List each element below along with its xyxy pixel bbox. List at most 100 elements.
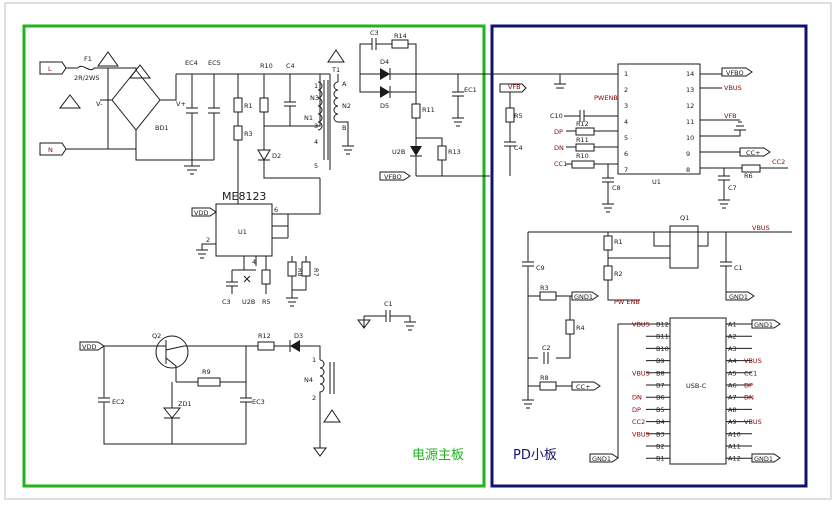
usb-b-pin: B1 xyxy=(656,455,665,463)
ic-label: ME8123 xyxy=(222,190,266,203)
usb-a-pin: A5 xyxy=(728,369,737,377)
d2-label: D2 xyxy=(272,152,281,160)
bridge-label: BD1 xyxy=(155,124,169,132)
pd-r3-label: R3 xyxy=(540,284,549,292)
usb-gnd1-port-bottom xyxy=(751,453,781,463)
pd-board-frame xyxy=(490,24,808,488)
usb-a-net: CC1 xyxy=(744,369,757,377)
usb-b-net: CC2 xyxy=(632,418,645,426)
usb-a-net: VBUS xyxy=(744,357,762,365)
ic-u1-label: U1 xyxy=(238,228,247,236)
transformer-t1: T1 N3 N2 N1 A B 1 3 5 4 xyxy=(304,49,354,170)
t1-pin-3: 3 xyxy=(314,122,318,130)
r10-label: R10 xyxy=(260,62,273,70)
pd-board-title: PD小板 xyxy=(513,448,557,463)
r11-label: R11 xyxy=(422,106,435,114)
r7-symbol xyxy=(301,261,311,277)
vfbo-port xyxy=(379,171,411,181)
r13-symbol xyxy=(437,145,447,161)
ec5-symbol xyxy=(208,74,220,160)
pd-c2-symbol xyxy=(543,352,549,364)
pd-r4-label: R4 xyxy=(576,324,585,332)
pd-r6-label: R6 xyxy=(744,172,753,180)
usb-a-pin: A7 xyxy=(728,394,737,402)
pd-chip-pin-right: 8 xyxy=(686,166,690,174)
u2b-led-symbol xyxy=(410,146,422,156)
u2b2-label: U2B xyxy=(242,298,255,306)
ic-pin-6: 6 xyxy=(274,206,278,214)
n4-label: N4 xyxy=(304,376,313,384)
usb-a-net: DN xyxy=(744,394,754,402)
ec2-label: EC2 xyxy=(112,398,125,406)
pd-vbus-label-q1: VBUS xyxy=(752,224,770,232)
v-minus-label: V- xyxy=(96,100,103,108)
ec5-label: EC5 xyxy=(208,59,221,67)
r12-symbol xyxy=(257,341,275,351)
pd-vfb-label-right: VFB xyxy=(724,112,737,120)
pd-c10-label: C10 xyxy=(550,112,563,120)
warning-triangle-2 xyxy=(128,64,152,79)
usb-a-pin: A10 xyxy=(728,430,741,438)
usb-a-pin: A4 xyxy=(728,357,737,365)
warning-triangle-4 xyxy=(323,409,341,423)
pd-r8-symbol xyxy=(539,381,557,391)
r5b-label: R5 xyxy=(262,298,271,306)
r1-label: R1 xyxy=(244,102,253,110)
zd1-label: ZD1 xyxy=(178,400,192,408)
pd-c2-label: C2 xyxy=(542,344,551,352)
pd-chip-pin-left: 5 xyxy=(624,134,628,142)
usb-b-net: VBUS xyxy=(632,369,650,377)
main-board-frame xyxy=(22,24,486,488)
pd-gnd1-port-2 xyxy=(571,291,599,301)
pd-r10-symbol xyxy=(571,160,595,169)
r5-symbol xyxy=(505,107,515,123)
usb-b-net: DN xyxy=(632,394,642,402)
d3-symbol xyxy=(290,340,300,352)
pd-chip-pin-right: 12 xyxy=(686,102,694,110)
d3-label: D3 xyxy=(294,332,303,340)
r12-label: R12 xyxy=(258,332,271,340)
pd-r2-label: R2 xyxy=(614,270,623,278)
n1-label: N1 xyxy=(304,114,313,122)
pd-chip-pin-right: 9 xyxy=(686,150,690,158)
fuse-label: F1 xyxy=(84,55,92,63)
warning-triangle-3 xyxy=(58,94,82,109)
usb-b-pin: B5 xyxy=(656,406,665,414)
usb-a-pin: A8 xyxy=(728,406,737,414)
outer-frame xyxy=(4,2,832,500)
usb-c-label: USB-C xyxy=(686,382,707,390)
usb-b-pin: B7 xyxy=(656,382,665,390)
pd-chip-pin-right: 11 xyxy=(686,118,694,126)
vdd-label-ic: VDD xyxy=(194,209,208,217)
usb-b-pin: B12 xyxy=(656,321,669,329)
pd-cc2-label: CC2 xyxy=(772,158,785,166)
pin-a-label: A xyxy=(342,80,347,88)
q2-label: Q2 xyxy=(152,332,161,340)
pd-vbus-label-top: VBUS xyxy=(724,84,742,92)
terminal-l-label: L xyxy=(48,65,52,73)
vdd-port-ic xyxy=(191,207,217,217)
n4-pin-2: 2 xyxy=(312,394,316,402)
bridge-rectifier xyxy=(111,69,161,131)
terminal-n xyxy=(39,142,67,156)
pd-q1-mosfet xyxy=(669,225,699,269)
vfbo-label: VFBO xyxy=(384,173,402,181)
usb-a-pin: A11 xyxy=(728,443,741,451)
vfb-port xyxy=(499,83,527,93)
c3-symbol xyxy=(371,38,377,50)
d5-label: D5 xyxy=(380,102,389,110)
pd-chip-pin-left: 2 xyxy=(624,86,628,94)
r5-label: R5 xyxy=(514,112,523,120)
pd-chip-pin-right: 10 xyxy=(686,134,694,142)
ac-input-stage: L N F1 2R/2WS V- V+ BD1 xyxy=(39,51,186,156)
c4b-label: C4 xyxy=(514,144,523,152)
ec4-label: EC4 xyxy=(185,59,198,67)
usb-c-connector: USB-C B12VBUSB11B10B9B8VBUSB7B6DNB5DPB4C… xyxy=(589,317,781,465)
pd-q1-label: Q1 xyxy=(680,214,689,222)
aux-supply: VDD EC2 Q2 R9 ZD1 EC3 R12 D3 N4 1 2 xyxy=(79,332,341,457)
r10-symbol xyxy=(259,97,269,113)
usb-b-pin: B11 xyxy=(656,333,669,341)
r3-symbol xyxy=(233,125,243,141)
pd-chip-pin-right: 14 xyxy=(686,70,694,78)
